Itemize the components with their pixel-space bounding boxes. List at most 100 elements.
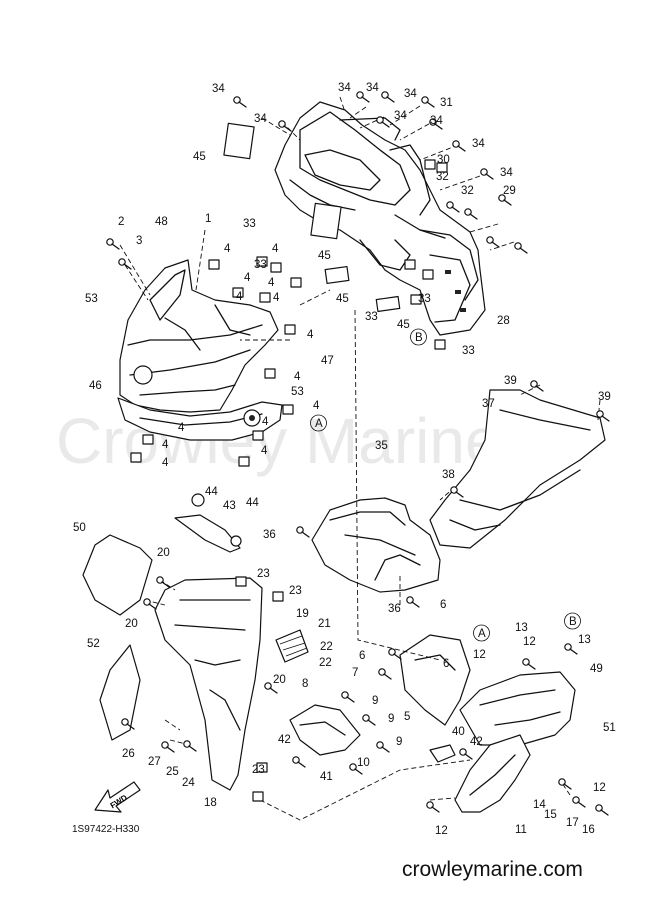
- callout-c4c: 4: [244, 272, 251, 284]
- callout-c5: 5: [404, 711, 410, 723]
- callout-c28: 28: [497, 315, 510, 327]
- clip-mark: [410, 294, 422, 305]
- screw-shank: [519, 247, 528, 254]
- callout-c42b: 42: [470, 736, 483, 748]
- screw-shank: [126, 723, 135, 730]
- callout-c53b: 53: [291, 386, 304, 398]
- screw-shank: [297, 761, 306, 768]
- callout-cB1: B: [415, 332, 423, 344]
- callout-c9c: 9: [396, 736, 402, 748]
- callout-c17: 17: [566, 817, 579, 829]
- clip-mark: [235, 576, 247, 587]
- callout-c48: 48: [155, 216, 168, 228]
- callout-c12b: 12: [523, 636, 536, 648]
- callout-c39a: 39: [504, 375, 517, 387]
- callout-c4m: 4: [261, 445, 268, 457]
- callout-c35: 35: [375, 440, 388, 452]
- clip-mark: [284, 324, 296, 335]
- callout-c27: 27: [148, 756, 161, 768]
- callout-c33c: 33: [418, 293, 431, 305]
- clip-mark: [142, 434, 154, 445]
- callout-c33a: 33: [243, 218, 256, 230]
- callout-c36a: 36: [263, 529, 276, 541]
- screw-shank: [527, 663, 536, 670]
- callout-c15: 15: [544, 809, 557, 821]
- screw-shank: [188, 745, 197, 752]
- callout-c4f: 4: [273, 292, 280, 304]
- callout-c23a: 23: [257, 568, 270, 580]
- callout-c34h: 34: [472, 138, 485, 150]
- callout-c34d: 34: [404, 88, 417, 100]
- screw-shank: [238, 101, 247, 108]
- callout-c41: 41: [320, 771, 333, 783]
- callout-c50: 50: [73, 522, 86, 534]
- callout-c45c: 45: [336, 293, 349, 305]
- clip-mark: [424, 159, 436, 170]
- callout-c4g: 4: [307, 329, 314, 341]
- callout-c6c: 6: [443, 658, 449, 670]
- screw-shank: [426, 101, 435, 108]
- side-cowling-49: [459, 671, 576, 746]
- callout-c44a: 44: [205, 486, 218, 498]
- clip-mark: [130, 452, 142, 463]
- fasteners: [106, 91, 610, 816]
- screw-shank: [386, 96, 395, 103]
- upper-cover-35: [311, 497, 441, 593]
- callout-c20c: 20: [273, 674, 286, 686]
- callout-c25: 25: [166, 766, 179, 778]
- callout-c26: 26: [122, 748, 135, 760]
- callout-c4l: 4: [262, 416, 269, 428]
- callout-c23c: 23: [252, 764, 265, 776]
- callout-c14: 14: [533, 799, 546, 811]
- screw-shank: [383, 673, 392, 680]
- screw-shank: [600, 809, 609, 816]
- screw-shank: [503, 199, 512, 206]
- callout-c4h: 4: [294, 371, 301, 383]
- callout-c6b: 6: [359, 650, 365, 662]
- side-cover-37: [429, 389, 606, 549]
- callout-c34c: 34: [366, 82, 379, 94]
- callout-cA1: A: [315, 418, 323, 430]
- clip-mark: [290, 277, 302, 288]
- callout-c16: 16: [582, 824, 595, 836]
- callout-c2: 2: [118, 216, 124, 228]
- screw-shank: [431, 806, 440, 813]
- screw-shank: [491, 241, 500, 248]
- callout-c4d: 4: [268, 277, 275, 289]
- callout-c4i: 4: [313, 400, 320, 412]
- clip-mark: [422, 269, 434, 280]
- lower-panel-18: [154, 577, 263, 791]
- screw-shank: [577, 801, 586, 808]
- catalog-code: 1S97422-H330: [72, 824, 140, 835]
- mesh-plate-21: [275, 629, 309, 663]
- callout-c34b: 34: [338, 82, 351, 94]
- callout-cB2: B: [569, 616, 577, 628]
- front-cowling: [119, 259, 279, 413]
- callout-c53a: 53: [85, 293, 98, 305]
- screw-shank: [381, 121, 390, 128]
- callout-c6a: 6: [440, 599, 446, 611]
- callout-c45d: 45: [397, 319, 410, 331]
- callout-c44b: 44: [246, 497, 259, 509]
- screw-shank: [161, 581, 170, 588]
- callout-c1: 1: [205, 213, 211, 225]
- screw-shank: [535, 385, 544, 392]
- screw-shank: [469, 213, 478, 220]
- callout-c31: 31: [440, 97, 453, 109]
- panel-52: [99, 644, 141, 741]
- callout-c9b: 9: [388, 713, 394, 725]
- callout-c33b: 33: [254, 259, 267, 271]
- site-url: crowleymarine.com: [402, 858, 583, 881]
- screw-shank: [361, 96, 370, 103]
- callout-c24: 24: [182, 777, 195, 789]
- screw-shank: [301, 531, 310, 538]
- panel-50: [82, 534, 153, 616]
- callout-c40: 40: [452, 726, 465, 738]
- callout-c23b: 23: [289, 585, 302, 597]
- callout-c37: 37: [482, 398, 495, 410]
- callout-c12c: 12: [593, 782, 606, 794]
- screw-shank: [464, 753, 473, 760]
- callout-c36b: 36: [388, 603, 401, 615]
